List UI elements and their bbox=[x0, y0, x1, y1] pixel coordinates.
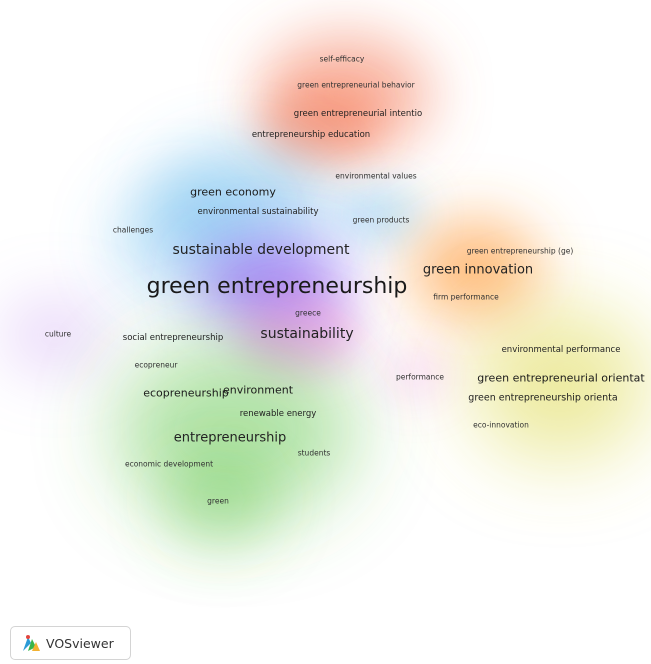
term-green-entrepreneurial-behavior[interactable]: green entrepreneurial behavior bbox=[297, 80, 415, 90]
term-environmental-values[interactable]: environmental values bbox=[335, 171, 417, 181]
term-green-entrepreneurship-orientation[interactable]: green entrepreneurship orienta bbox=[468, 392, 618, 404]
term-environmental-sustainability[interactable]: environmental sustainability bbox=[197, 206, 319, 217]
term-sustainability[interactable]: sustainability bbox=[260, 326, 354, 342]
term-green-economy[interactable]: green economy bbox=[190, 185, 276, 199]
vosviewer-badge[interactable]: VOSviewer bbox=[10, 626, 131, 660]
term-ecopreneur[interactable]: ecopreneur bbox=[134, 360, 178, 370]
term-greece[interactable]: greece bbox=[295, 308, 321, 318]
cluster-blob-green bbox=[165, 455, 275, 545]
term-sustainable-development[interactable]: sustainable development bbox=[172, 242, 350, 258]
vosviewer-logo-icon bbox=[23, 635, 40, 651]
cluster-blob-pink bbox=[375, 345, 455, 405]
term-challenges[interactable]: challenges bbox=[112, 225, 154, 235]
cluster-blob-yellow bbox=[470, 310, 650, 460]
term-economic-development[interactable]: economic development bbox=[124, 459, 214, 469]
cluster-blob-violet bbox=[0, 295, 110, 375]
term-environmental-performance[interactable]: environmental performance bbox=[501, 344, 621, 355]
term-social-entrepreneurship[interactable]: social entrepreneurship bbox=[122, 332, 224, 343]
cluster-blob-blue bbox=[335, 185, 425, 245]
term-green-entrepreneurship-ge[interactable]: green entrepreneurship (ge) bbox=[466, 246, 574, 256]
term-green-entrepreneurial-orientation[interactable]: green entrepreneurial orientat bbox=[477, 371, 645, 385]
term-self-efficacy[interactable]: self-efficacy bbox=[319, 54, 365, 64]
term-green-products[interactable]: green products bbox=[352, 215, 410, 225]
term-culture[interactable]: culture bbox=[44, 329, 72, 339]
term-renewable-energy[interactable]: renewable energy bbox=[239, 408, 317, 419]
term-ecopreneurship[interactable]: ecopreneurship bbox=[143, 386, 229, 400]
term-green-entrepreneurial-intention[interactable]: green entrepreneurial intentio bbox=[293, 108, 423, 119]
term-green-entrepreneurship[interactable]: green entrepreneurship bbox=[146, 274, 408, 299]
term-firm-performance[interactable]: firm performance bbox=[433, 292, 499, 302]
term-environment[interactable]: environment bbox=[222, 383, 294, 397]
cluster-blob-orange bbox=[410, 220, 540, 320]
cluster-blob-red bbox=[260, 90, 380, 160]
term-students[interactable]: students bbox=[297, 448, 331, 458]
term-entrepreneurship[interactable]: entrepreneurship bbox=[173, 430, 287, 446]
term-green[interactable]: green bbox=[207, 496, 229, 506]
cluster-blobs bbox=[0, 35, 650, 545]
term-entrepreneurship-education[interactable]: entrepreneurship education bbox=[251, 129, 371, 140]
term-green-innovation[interactable]: green innovation bbox=[422, 262, 534, 278]
vosviewer-label: VOSviewer bbox=[46, 635, 114, 651]
term-performance[interactable]: performance bbox=[395, 372, 445, 382]
term-eco-innovation[interactable]: eco-innovation bbox=[473, 420, 529, 430]
